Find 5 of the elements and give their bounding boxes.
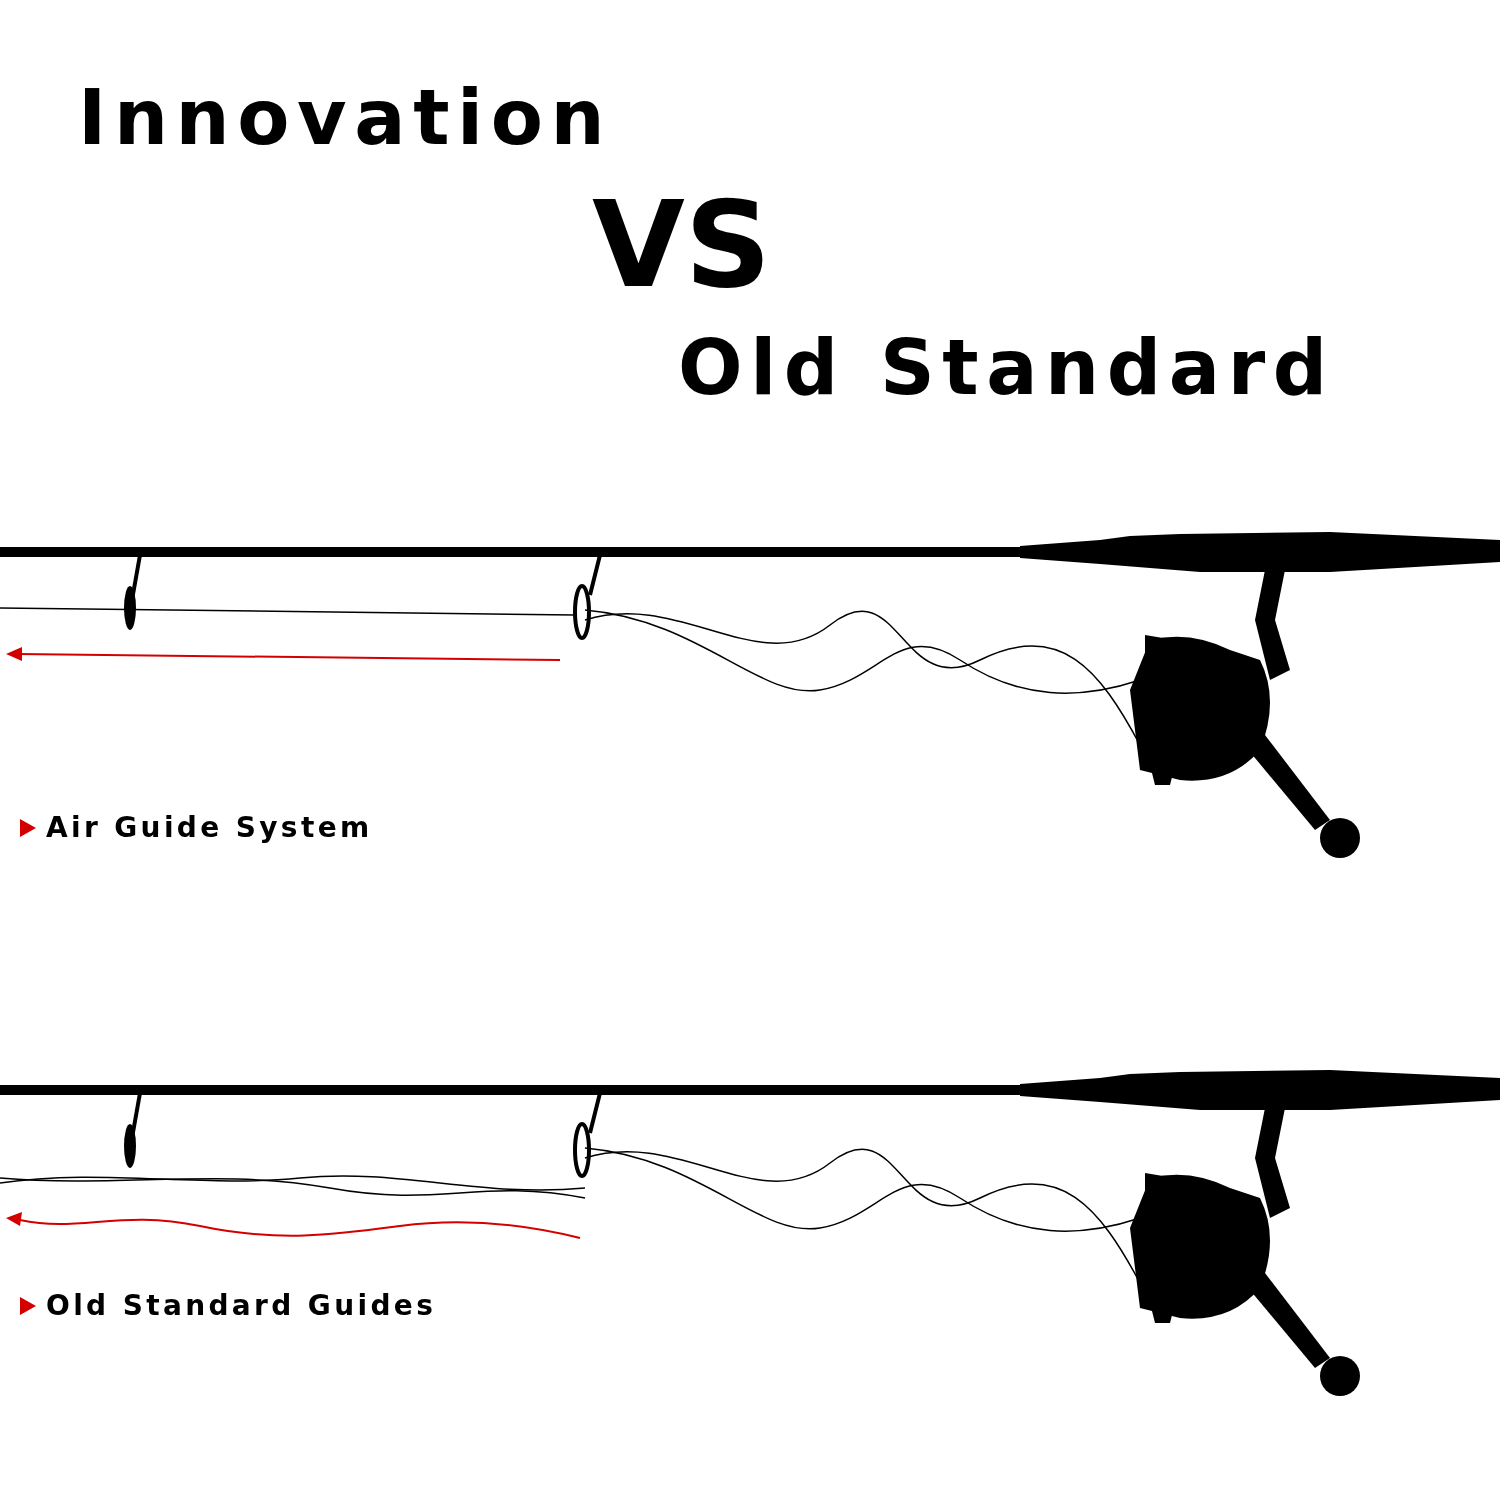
caption-text: Air Guide System — [46, 810, 373, 846]
heading-text: VS — [592, 185, 772, 305]
caption-text: Old Standard Guides — [46, 1288, 437, 1324]
heading-text: Innovation — [78, 80, 613, 156]
heading-text: Old Standard — [678, 330, 1335, 406]
